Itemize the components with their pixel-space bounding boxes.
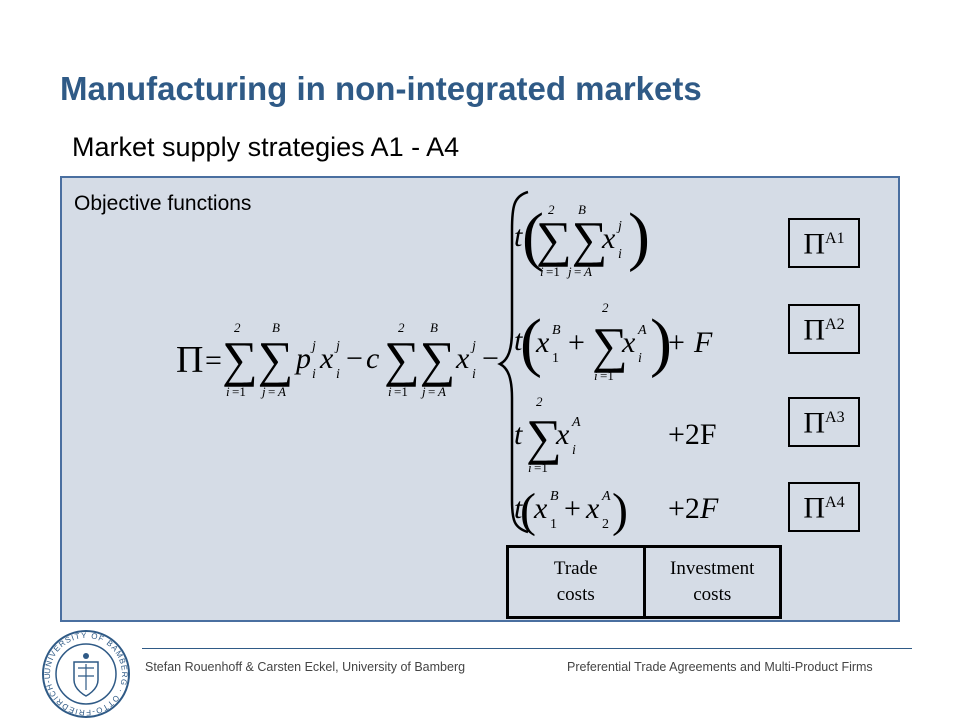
footer-presentation-title: Preferential Trade Agreements and Multi-… bbox=[567, 660, 873, 674]
footer-authors: Stefan Rouenhoff & Carsten Eckel, Univer… bbox=[145, 660, 466, 674]
slide-subtitle: Market supply strategies A1 - A4 bbox=[72, 132, 460, 162]
slide-title: Manufacturing in non-integrated markets bbox=[60, 70, 702, 107]
profit-symbol: Π bbox=[803, 491, 826, 525]
investment-costs-line2: costs bbox=[693, 584, 732, 605]
profit-box-a2: ΠA2 bbox=[788, 304, 860, 354]
profit-strategy-label: A1 bbox=[825, 230, 845, 247]
trade-costs-line2: costs bbox=[556, 584, 595, 605]
profit-symbol: Π bbox=[803, 313, 826, 347]
profit-strategy-label: A4 bbox=[825, 494, 845, 511]
profit-box-a4: ΠA4 bbox=[788, 482, 860, 532]
profit-box-a3: ΠA3 bbox=[788, 397, 860, 447]
trade-costs-cell: Trade costs bbox=[509, 548, 643, 616]
profit-symbol: Π bbox=[803, 406, 826, 440]
investment-costs-line1: Investment bbox=[670, 558, 755, 579]
panel-label: Objective functions bbox=[74, 192, 252, 215]
profit-symbol: Π bbox=[803, 227, 826, 261]
footer-divider bbox=[142, 648, 912, 649]
cost-table: Trade costs Investment costs bbox=[506, 545, 782, 619]
university-seal-logo: UNIVERSITY OF BAMBERG · OTTO-FRIEDRICH-U… bbox=[40, 628, 130, 718]
investment-costs-cell: Investment costs bbox=[642, 548, 780, 616]
trade-costs-line1: Trade bbox=[553, 558, 598, 579]
profit-strategy-label: A3 bbox=[825, 409, 845, 426]
profit-box-a1: ΠA1 bbox=[788, 218, 860, 268]
profit-strategy-label: A2 bbox=[825, 316, 845, 333]
